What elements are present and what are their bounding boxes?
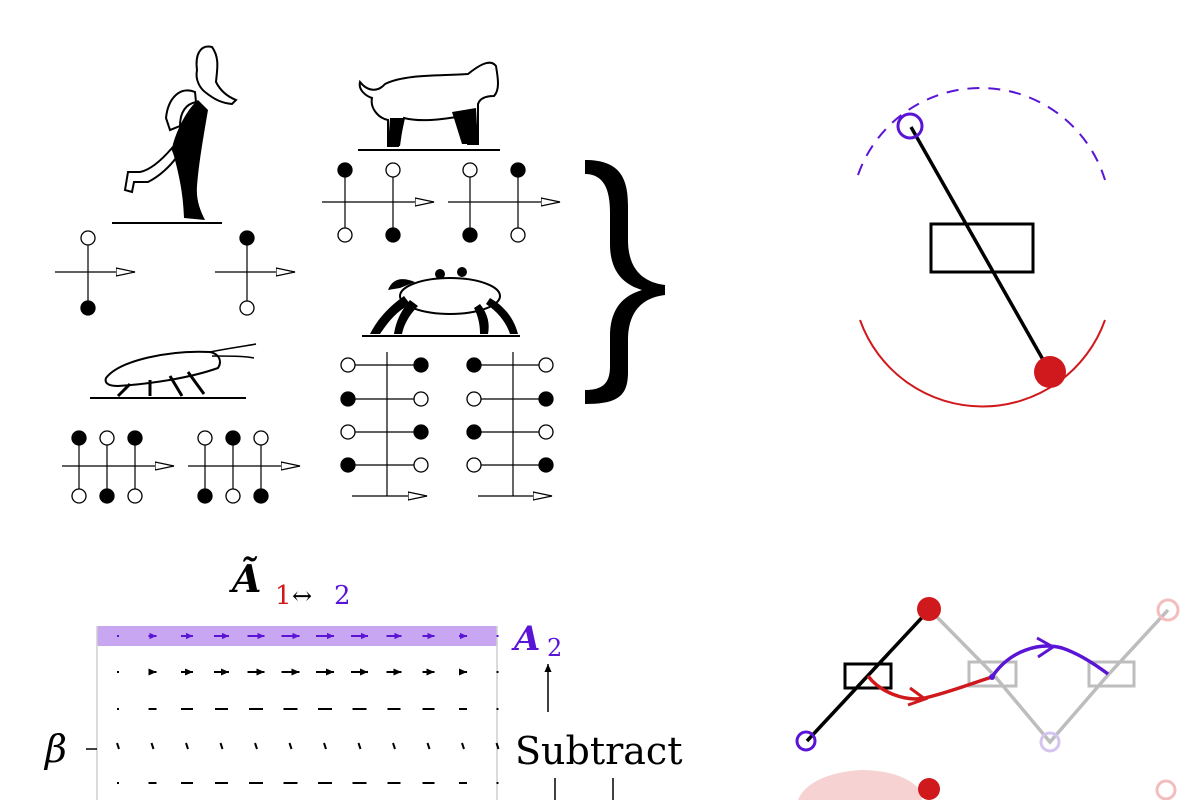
swing-foot [466,457,482,473]
vector-dot [495,742,500,750]
vector-field-panel [96,626,500,800]
swing-foot [538,424,554,440]
swing-foot [413,391,429,407]
swing-foot [466,391,482,407]
stance-foot [340,457,356,473]
vector-field [116,632,500,784]
swing-foot [239,300,255,316]
purple-curve [990,644,1110,678]
purple-open-start [795,730,817,752]
stance-foot [466,357,482,373]
swing-foot [462,162,478,178]
beta-label: β [43,727,67,771]
pendulum-diagram [857,87,1106,408]
a2-label: A [511,619,540,659]
biped-gait-1 [55,230,135,316]
stance-foot [71,430,87,446]
swing-foot [225,488,241,504]
vector-dot [219,742,224,750]
runner-icon [112,45,238,224]
swing-foot [71,488,87,504]
gray-zigzag [928,608,1170,745]
matrix-title: Ã 1 ↔ 2 [229,556,351,611]
vector-dot [426,742,431,750]
purple-dashed-arc [857,87,1106,181]
subtract-label: Subtract [515,729,682,773]
stance-foot [413,357,429,373]
gait-diagrams [55,162,560,504]
stance-foot [538,457,554,473]
a2-subscript: 2 [547,634,562,662]
quadruped-gait-2 [448,162,560,243]
trajectory-diagram [795,597,1180,800]
purple-open-mass [896,112,924,140]
matrix-title-main: Ã [229,556,261,601]
pendulum-rod [909,126,1052,373]
red-filled-mass [1034,356,1066,388]
swing-foot [413,457,429,473]
vector-dot [254,742,258,750]
stance-foot [462,227,478,243]
vector-dot [185,742,189,750]
crab-icon [362,267,520,337]
stance-foot [80,300,96,316]
black-rod [805,608,931,743]
stance-foot [225,430,241,446]
swing-foot [340,424,356,440]
swing-foot [197,430,213,446]
swing-foot [127,488,143,504]
matrix-title-sub1: 1 [275,581,292,611]
vector-dot [150,742,155,750]
stance-foot [510,162,526,178]
matrix-title-arrow: ↔ [292,582,312,610]
vector-dot [357,742,362,750]
stance-foot [337,162,353,178]
stance-foot [340,391,356,407]
red-filled-end [917,597,941,621]
stance-foot [413,424,429,440]
stance-foot [99,488,115,504]
red-arc [859,319,1106,408]
cart-rect [929,222,1035,274]
vector-dot [392,742,396,750]
stance-foot [385,227,401,243]
swing-foot [385,162,401,178]
hexapod-gait-2 [188,430,300,504]
octopod-gait-1 [340,352,429,496]
vector-dot [461,742,465,750]
stance-foot [127,430,143,446]
swing-foot [337,227,353,243]
stance-foot [466,424,482,440]
swing-foot [99,430,115,446]
vector-dot [116,742,120,750]
stance-foot [253,488,269,504]
swing-foot [80,230,96,246]
matrix-title-sub2: 2 [334,581,351,611]
pink-region [798,770,922,800]
cockroach-icon [90,343,257,399]
vector-dot [288,742,293,750]
stance-foot [538,391,554,407]
stance-foot [197,488,213,504]
quadruped-gait-1 [322,162,434,243]
swing-foot [253,430,269,446]
biped-gait-2 [215,230,295,316]
swing-foot [340,357,356,373]
right-curly-brace-icon [585,160,665,404]
vector-dot [323,742,327,750]
octopod-gait-2 [466,352,554,496]
swing-foot [538,357,554,373]
hexapod-gait-1 [62,430,174,504]
swing-foot [510,227,526,243]
stance-foot [239,230,255,246]
dog-icon [358,61,500,151]
